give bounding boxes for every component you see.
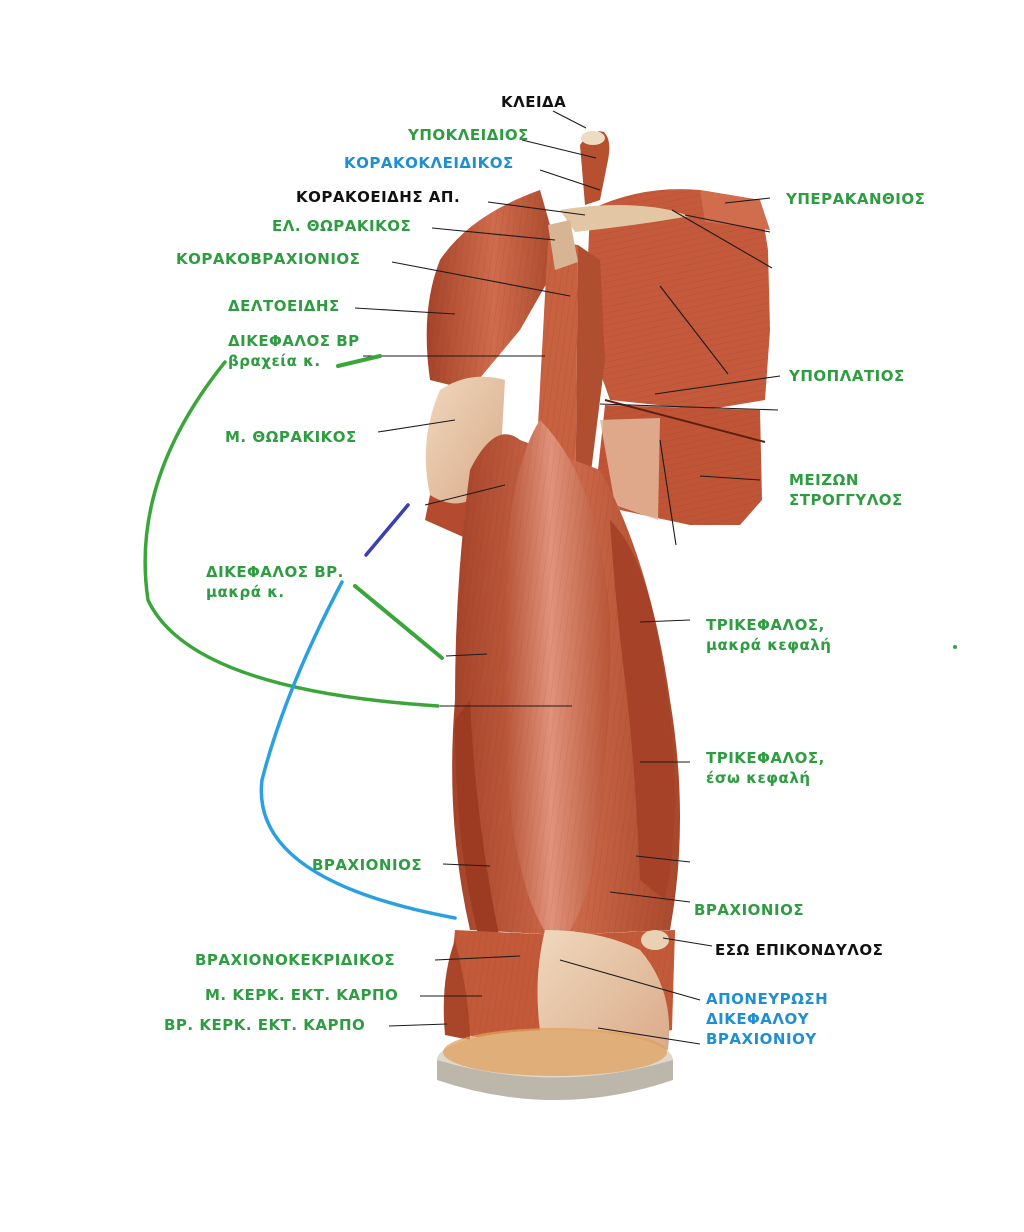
label-yperakanthios: ΥΠΕΡΑΚΑΝΘΙΟΣ [786, 190, 926, 208]
label-dikefalos-short-line1: ΔΙΚΕΦΑΛΟΣ ΒΡ [228, 332, 360, 350]
scapula-muscles [585, 189, 770, 525]
label-kleida: ΚΛΕΙΔΑ [501, 93, 567, 111]
label-meizon: ΜΕΙΖΩΝ ΣΤΡΟΓΓΥΛΟΣ [789, 470, 903, 510]
label-dikefalos-short-line2: βραχεία κ. [228, 352, 321, 370]
label-trikefalos-long-line1: ΤΡΙΚΕΦΑΛΟΣ, [706, 616, 825, 634]
label-trikefalos-inner: ΤΡΙΚΕΦΑΛΟΣ, έσω κεφαλή [706, 748, 825, 788]
label-vrachionios-left: ΒΡΑΧΙΟΝΙΟΣ [312, 856, 423, 874]
label-eso-epikondylos: ΕΣΩ ΕΠΙΚΟΝΔΥΛΟΣ [715, 941, 884, 959]
upper-arm [452, 420, 680, 960]
stray-dot [953, 645, 957, 649]
label-ypoplatios: ΥΠΟΠΛΑΤΙΟΣ [789, 367, 905, 385]
label-trikefalos-long: ΤΡΙΚΕΦΑΛΟΣ, μακρά κεφαλή [706, 615, 831, 655]
label-el-thorakikos: ΕΛ. ΘΩΡΑΚΙΚΟΣ [272, 217, 412, 235]
label-aponevrosi: ΑΠΟΝΕΥΡΩΣΗ ΔΙΚΕΦΑΛΟΥ ΒΡΑΧΙΟΝΙΟΥ [706, 989, 828, 1049]
label-dikefalos-long-line1: ΔΙΚΕΦΑΛΟΣ ΒΡ. [206, 563, 344, 581]
deltoid-muscle [426, 190, 560, 390]
label-meizon-line1: ΜΕΙΖΩΝ [789, 471, 859, 489]
clavicle [548, 131, 690, 270]
label-korakoeidis: ΚΟΡΑΚΟΕΙΔΗΣ ΑΠ. [296, 188, 461, 206]
label-trikefalos-inner-line1: ΤΡΙΚΕΦΑΛΟΣ, [706, 749, 825, 767]
label-vrachionokerkidikos: ΒΡΑΧΙΟΝΟΚΕΚΡΙΔΙΚΟΣ [195, 951, 396, 969]
label-dikefalos-long-line2: μακρά κ. [206, 583, 285, 601]
label-korakovrachionios: ΚΟΡΑΚΟΒΡΑΧΙΟΝΙΟΣ [176, 250, 361, 268]
label-dikefalos-short: ΔΙΚΕΦΑΛΟΣ ΒΡ βραχεία κ. [228, 331, 360, 371]
label-m-thorakikos: Μ. ΘΩΡΑΚΙΚΟΣ [225, 428, 357, 446]
label-ypokleidios: ΥΠΟΚΛΕΙΔΙΟΣ [408, 126, 529, 144]
label-vrachionios-right: ΒΡΑΧΙΟΝΙΟΣ [694, 901, 805, 919]
label-dikefalos-long: ΔΙΚΕΦΑΛΟΣ ΒΡ. μακρά κ. [206, 562, 344, 602]
label-aponevrosi-line3: ΒΡΑΧΙΟΝΙΟΥ [706, 1030, 817, 1048]
label-aponevrosi-line2: ΔΙΚΕΦΑΛΟΥ [706, 1010, 810, 1028]
label-vr-kerk: ΒΡ. ΚΕΡΚ. ΕΚΤ. ΚΑΡΠΟ [164, 1016, 366, 1034]
label-aponevrosi-line1: ΑΠΟΝΕΥΡΩΣΗ [706, 990, 829, 1008]
label-trikefalos-long-line2: μακρά κεφαλή [706, 636, 832, 654]
label-trikefalos-inner-line2: έσω κεφαλή [706, 769, 811, 787]
annotation-strokes [143, 354, 457, 920]
forearm-cut-base [437, 1028, 673, 1100]
label-m-kerk: Μ. ΚΕΡΚ. ΕΚΤ. ΚΑΡΠΟ [205, 986, 399, 1004]
leader-lines [354, 110, 781, 1045]
label-korakokleidikos: ΚΟΡΑΚΟΚΛΕΙΔΙΚΟΣ [344, 154, 514, 172]
label-deltoeidis: ΔΕΛΤΟΕΙΔΗΣ [228, 297, 340, 315]
label-meizon-line2: ΣΤΡΟΓΓΥΛΟΣ [789, 491, 903, 509]
